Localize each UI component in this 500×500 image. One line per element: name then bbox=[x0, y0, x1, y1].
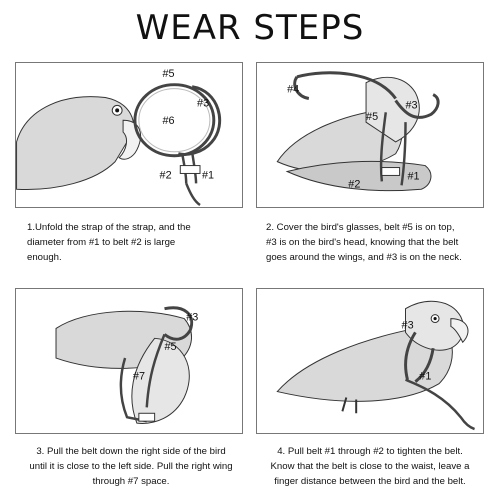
label-step1-2: #2 bbox=[160, 169, 172, 181]
label-step2-4: #4 bbox=[287, 84, 299, 96]
label-step2-2: #2 bbox=[348, 178, 360, 190]
label-step3-3: #3 bbox=[186, 312, 198, 324]
step-4-caption-line: Know that the belt is close to the waist… bbox=[270, 461, 470, 472]
step-2-illustration: #4 #5 #3 #2 #1 bbox=[256, 62, 484, 208]
step-4-caption-line: finger distance between the bird and the… bbox=[274, 476, 466, 487]
label-step3-5: #5 bbox=[165, 341, 177, 353]
step-1-caption-line: enough. bbox=[27, 252, 62, 263]
step-3-drawing: #3 #5 #7 bbox=[55, 306, 198, 424]
step-1-illustration: #5 #3 #6 #2 #1 bbox=[15, 62, 243, 208]
label-step1-6: #6 bbox=[163, 115, 175, 127]
step-2-caption-line: #3 is on the bird's head, knowing that t… bbox=[266, 237, 459, 248]
step-1-caption-line: diameter from #1 to belt #2 is large bbox=[27, 237, 176, 248]
label-step1-1: #1 bbox=[202, 169, 214, 181]
step-2-caption-line: 2. Cover the bird's glasses, belt #5 is … bbox=[266, 222, 455, 233]
step-3-caption: 3. Pull the belt down the right side of … bbox=[15, 444, 247, 489]
step-3-illustration: #3 #5 #7 bbox=[15, 288, 243, 434]
label-step4-1: #1 bbox=[419, 371, 431, 383]
step-1-drawing: #5 #3 #6 #2 #1 bbox=[16, 68, 222, 207]
step-4-illustration: #3 #1 bbox=[256, 288, 484, 434]
step-2-caption-line: goes around the wings, and #3 is on the … bbox=[266, 252, 462, 263]
step-2-caption: 2. Cover the bird's glasses, belt #5 is … bbox=[266, 220, 496, 265]
label-step2-5: #5 bbox=[366, 111, 378, 123]
label-step4-3: #3 bbox=[402, 319, 414, 331]
step-4-drawing: #3 #1 bbox=[276, 300, 475, 431]
step-1-caption-line: 1.Unfold the strap of the strap, and the bbox=[27, 222, 191, 233]
page-title: WEAR STEPS bbox=[135, 8, 365, 48]
step-3-caption-line: 3. Pull the belt down the right side of … bbox=[36, 446, 226, 457]
label-step2-3: #3 bbox=[406, 99, 418, 111]
label-step3-7: #7 bbox=[133, 371, 145, 383]
step-3-caption-line: until it is close to the left side. Pull… bbox=[29, 461, 233, 472]
label-step1-5: #5 bbox=[163, 68, 175, 80]
step-2-drawing: #4 #5 #3 #2 #1 bbox=[276, 71, 440, 192]
step-1-caption: 1.Unfold the strap of the strap, and the… bbox=[27, 220, 247, 265]
label-step2-1: #1 bbox=[407, 170, 419, 182]
label-step1-3: #3 bbox=[197, 97, 209, 109]
step-3-caption-line: through #7 space. bbox=[92, 476, 170, 487]
step-4-caption-line: 4. Pull belt #1 through #2 to tighten th… bbox=[277, 446, 463, 457]
step-4-caption: 4. Pull belt #1 through #2 to tighten th… bbox=[254, 444, 486, 489]
